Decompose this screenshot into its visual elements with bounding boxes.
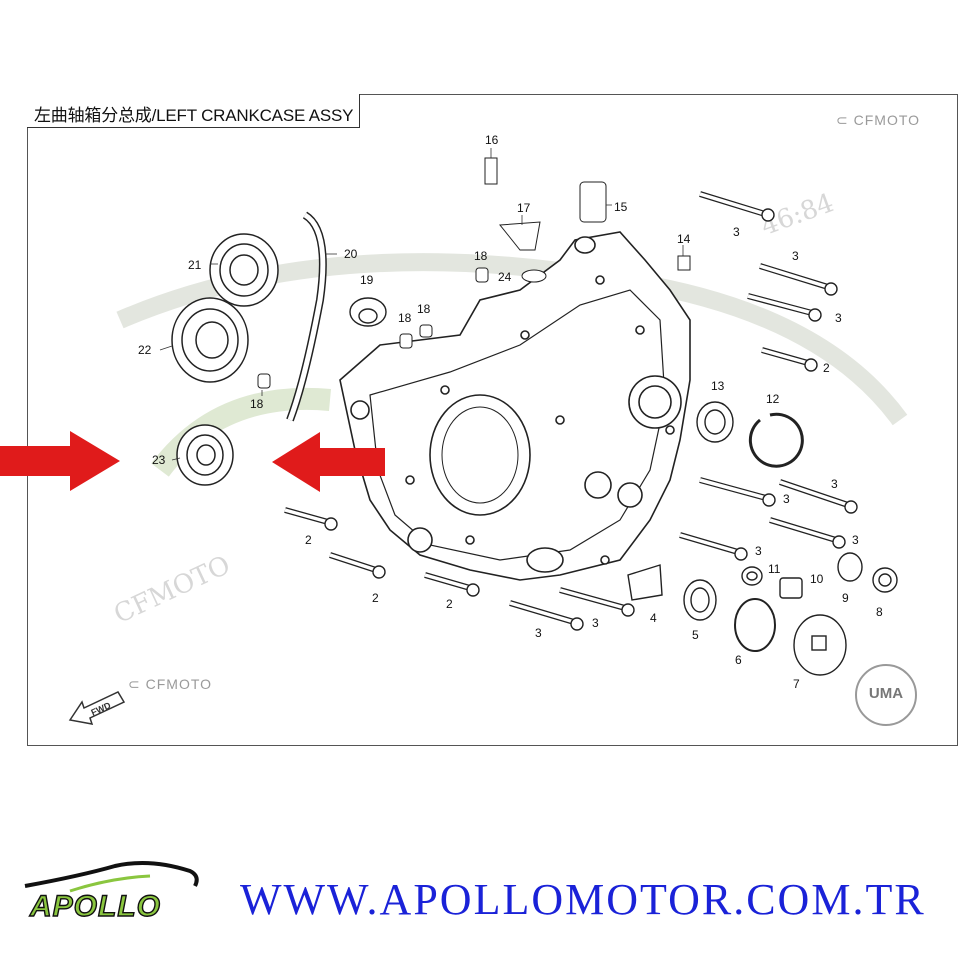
callout-12: 12: [766, 392, 780, 406]
callout-2b: 2: [305, 533, 312, 547]
callout-7: 7: [793, 677, 800, 691]
bearing-21: [209, 233, 279, 307]
callout-14: 14: [677, 232, 691, 246]
uma-badge: UMA: [855, 664, 917, 726]
callout-9: 9: [842, 591, 849, 605]
red-arrow-left: [272, 432, 385, 492]
callout-13: 13: [711, 379, 725, 393]
callout-3b: 3: [792, 249, 799, 263]
sleeve-15: [579, 181, 607, 223]
fwd-arrow-icon: FWD: [68, 691, 126, 725]
brand-top-text: CFMOTO: [853, 112, 921, 128]
cfmoto-brand-bottom: ⊂ CFMOTO: [128, 676, 212, 693]
oring-24: [521, 269, 547, 283]
callout-3f: 3: [852, 533, 859, 547]
apollo-logo-icon: [24, 861, 199, 893]
background-swoosh-green: [151, 387, 331, 477]
cfmoto-brand-top: ⊂ CFMOTO: [836, 112, 920, 129]
callout-24: 24: [498, 270, 512, 284]
brand-bottom-text: CFMOTO: [145, 676, 213, 692]
cfmoto-logo-icon: ⊂: [128, 676, 141, 692]
leader-lines: [159, 148, 684, 461]
part-17: [499, 221, 541, 251]
callout-2d: 2: [446, 597, 453, 611]
callout-18c: 18: [398, 311, 412, 325]
title-box: [27, 94, 360, 128]
bearing-22: [171, 297, 249, 383]
callout-23: 23: [152, 453, 166, 467]
callout-19: 19: [360, 273, 374, 287]
callout-18a: 18: [474, 249, 488, 263]
diagram-title: 左曲轴箱分总成/LEFT CRANKCASE ASSY: [34, 106, 354, 125]
callout-18d: 18: [250, 397, 264, 411]
callout-6: 6: [735, 653, 742, 667]
callout-22: 22: [138, 343, 152, 357]
bearing-19: [349, 297, 387, 327]
callout-15: 15: [614, 200, 628, 214]
callout-2c: 2: [372, 591, 379, 605]
callout-labels: 16 17 15 3 14 18 24 21 20 19 18 3 22 3 1…: [138, 133, 883, 691]
callout-20: 20: [344, 247, 358, 261]
callout-10: 10: [810, 572, 824, 586]
callout-5: 5: [692, 628, 699, 642]
dowel-18d: [475, 267, 489, 283]
fwd-label: FWD: [89, 700, 112, 718]
callout-16: 16: [485, 133, 499, 147]
callout-3e: 3: [783, 492, 790, 506]
red-arrow-right: [0, 431, 120, 491]
callout-3h: 3: [592, 616, 599, 630]
bolts: [284, 191, 858, 631]
callout-17: 17: [517, 201, 531, 215]
dowel-18a: [257, 373, 271, 389]
diagram-frame: [27, 94, 958, 746]
bearing-23: [176, 424, 234, 486]
website-url[interactable]: WWW.APOLLOMOTOR.COM.TR: [240, 875, 926, 924]
callout-3i: 3: [755, 544, 762, 558]
apollo-logo-text: APOLLO: [29, 889, 161, 923]
callout-21: 21: [188, 258, 202, 272]
callout-11: 11: [768, 562, 781, 576]
callout-18b: 18: [417, 302, 431, 316]
callout-4: 4: [650, 611, 657, 625]
right-parts: [627, 401, 898, 676]
cfmoto-logo-icon: ⊂: [836, 112, 849, 128]
callout-3c: 3: [835, 311, 842, 325]
dowel-18b: [399, 333, 413, 349]
callout-3g: 3: [535, 626, 542, 640]
bolt-16: [484, 157, 498, 185]
dowel-18c: [419, 324, 433, 338]
red-arrows: [0, 431, 385, 492]
callout-3d: 3: [831, 477, 838, 491]
callout-3a: 3: [733, 225, 740, 239]
callout-2a: 2: [823, 361, 830, 375]
callout-8: 8: [876, 605, 883, 619]
part-14: [677, 255, 691, 271]
crankcase-body: [339, 231, 691, 581]
